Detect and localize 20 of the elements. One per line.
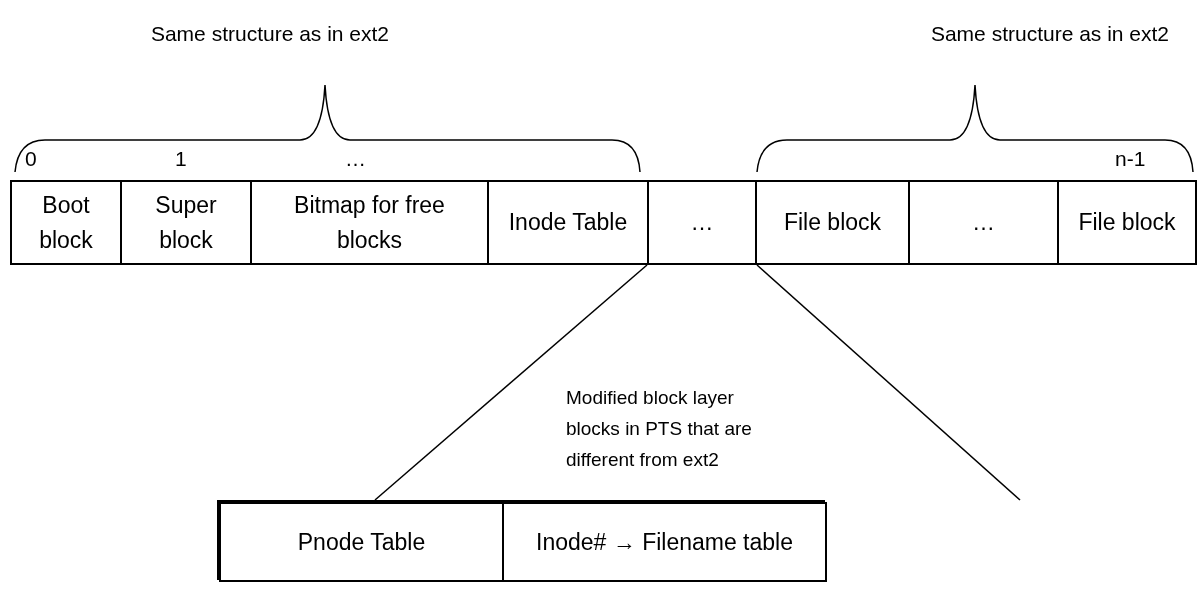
table-cell: Bitmap for free blocks — [250, 180, 489, 265]
table-cell: Inode Table — [487, 180, 649, 265]
annotation-text: Same structure as in ext2 — [149, 21, 391, 47]
zoom-line — [374, 264, 648, 501]
annotation-text: … — [345, 146, 367, 172]
table-cell: Pnode Table — [219, 502, 504, 582]
annotation-text: Same structure as in ext2 — [929, 21, 1171, 47]
annotation-text: 1 — [175, 146, 188, 172]
table-cell: Boot block — [10, 180, 122, 265]
annotation-text: Modified block layer blocks in PTS that are different from ext2 — [566, 386, 753, 472]
annotation-text: 0 — [25, 146, 38, 172]
table-box — [217, 500, 825, 580]
table-cell: File block — [1057, 180, 1197, 265]
table-cell: File block — [755, 180, 910, 265]
table-cell: … — [647, 180, 757, 265]
zoom-line — [756, 264, 1021, 501]
table-cell: Super block — [120, 180, 252, 265]
table-cell: … — [908, 180, 1059, 265]
table-cell: Inode# → Filename table — [502, 502, 827, 582]
annotation-text: n-1 — [1115, 146, 1147, 172]
